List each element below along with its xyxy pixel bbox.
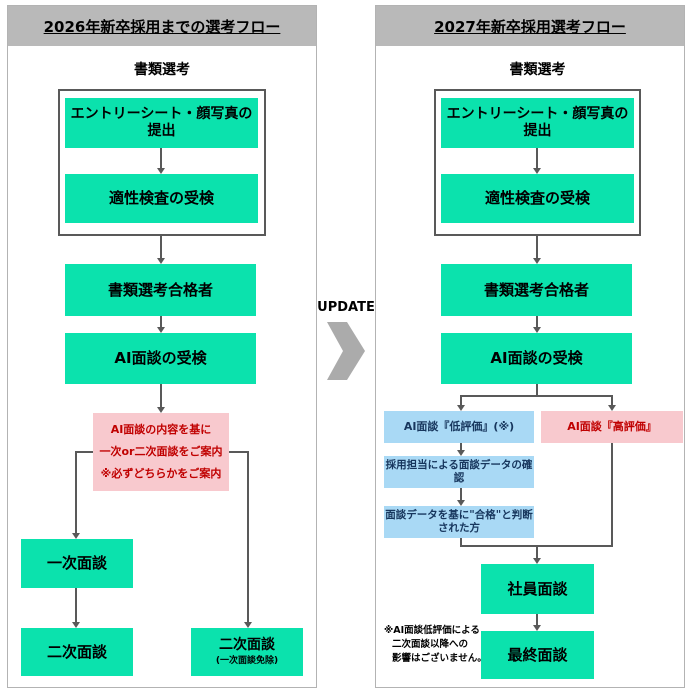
arrowhead-down	[457, 405, 465, 411]
connector-line	[460, 443, 462, 450]
connector-line	[75, 451, 93, 453]
aptitude-test-box: 適性検査の受検	[65, 174, 258, 223]
connector-line	[460, 395, 613, 397]
connector-line	[536, 545, 538, 558]
second-interview-skip-label: 二次面談	[219, 637, 275, 654]
arrowhead-down	[72, 533, 80, 539]
ai-high-eval-box: AI面談『高評価』	[541, 411, 683, 443]
connector-line	[536, 236, 538, 258]
arrowhead-down	[72, 622, 80, 628]
document-screening-label: 書類選考	[509, 62, 566, 78]
arrowhead-down	[533, 625, 541, 631]
arrowhead-down	[457, 500, 465, 506]
update-label: UPDATE	[317, 300, 375, 315]
panel-2027-flow: 2027年新卒採用選考フロー 書類選考 エントリーシート・顔写真の提出 適性検査…	[375, 5, 685, 688]
footnote-line-1: ※AI面談低評価による	[384, 625, 480, 636]
connector-line	[160, 316, 162, 327]
connector-line	[160, 384, 162, 407]
hr-check-box: 採用担当による面談データの確認	[384, 456, 534, 488]
ai-interview-box: AI面談の受検	[65, 333, 256, 384]
footnote-line-2: 二次面談以降への	[392, 639, 469, 650]
connector-line	[460, 395, 462, 405]
low-eval-footnote: ※AI面談低評価による 二次面談以降への 影響はございません。	[384, 624, 494, 666]
first-interview-box: 一次面談	[21, 539, 133, 588]
connector-line	[611, 443, 613, 547]
update-label-wrap: UPDATE	[317, 296, 375, 315]
ai-interview-box: AI面談の受検	[441, 333, 632, 384]
connector-line	[75, 451, 77, 533]
arrowhead-down	[533, 558, 541, 564]
footnote-line-3: 影響はございません。	[392, 653, 487, 664]
connector-line	[160, 148, 162, 168]
arrowhead-down	[157, 407, 165, 413]
guide-line-2: 一次or二次面談をご案内	[99, 445, 223, 459]
connector-line	[536, 384, 538, 397]
interview-guide-box: AI面談の内容を基に 一次or二次面談をご案内 ※必ずどちらかをご案内	[93, 413, 229, 491]
second-interview-skip-note: (一次面談免除)	[215, 655, 279, 666]
arrowhead-down	[457, 450, 465, 456]
panel-2026-header: 2026年新卒採用までの選考フロー	[8, 6, 316, 46]
guide-line-3: ※必ずどちらかをご案内	[100, 466, 222, 480]
connector-line	[460, 488, 462, 500]
arrowhead-down	[157, 258, 165, 264]
connector-line	[247, 451, 249, 622]
arrowhead-down	[533, 327, 541, 333]
document-pass-box: 書類選考合格者	[65, 264, 256, 316]
arrowhead-down	[533, 168, 541, 174]
connector-line	[536, 316, 538, 327]
connector-line	[229, 451, 249, 453]
ai-low-eval-box: AI面談『低評価』(※)	[384, 411, 534, 443]
connector-line	[536, 148, 538, 168]
staff-interview-box: 社員面談	[481, 564, 594, 614]
document-pass-box: 書類選考合格者	[441, 264, 632, 316]
connector-line	[536, 614, 538, 625]
panel-2026-title: 2026年新卒採用までの選考フロー	[43, 17, 281, 36]
panel-2027-title: 2027年新卒採用選考フロー	[434, 17, 626, 36]
guide-line-1: AI面談の内容を基に	[110, 423, 212, 437]
document-screening-label: 書類選考	[134, 62, 190, 78]
entry-sheet-box: エントリーシート・顔写真の提出	[65, 98, 258, 148]
arrowhead-down	[157, 168, 165, 174]
connector-line	[75, 588, 77, 622]
entry-sheet-box: エントリーシート・顔写真の提出	[441, 98, 634, 148]
arrowhead-down	[533, 258, 541, 264]
panel-2026-flow: 2026年新卒採用までの選考フロー 書類選考 エントリーシート・顔写真の提出 適…	[7, 5, 317, 688]
pass-judged-box: 面談データを基に"合格"と判断された方	[384, 506, 534, 538]
arrowhead-down	[244, 622, 252, 628]
aptitude-test-box: 適性検査の受検	[441, 174, 634, 223]
second-interview-box: 二次面談	[21, 628, 133, 676]
connector-line	[611, 395, 613, 405]
final-interview-box: 最終面談	[481, 631, 594, 679]
arrowhead-down	[608, 405, 616, 411]
arrowhead-down	[157, 327, 165, 333]
panel-2027-header: 2027年新卒採用選考フロー	[376, 6, 684, 46]
connector-line	[460, 538, 462, 547]
connector-line	[160, 236, 162, 258]
second-interview-skip-box: 二次面談 (一次面談免除)	[191, 628, 303, 676]
update-chevron-icon	[327, 322, 365, 380]
